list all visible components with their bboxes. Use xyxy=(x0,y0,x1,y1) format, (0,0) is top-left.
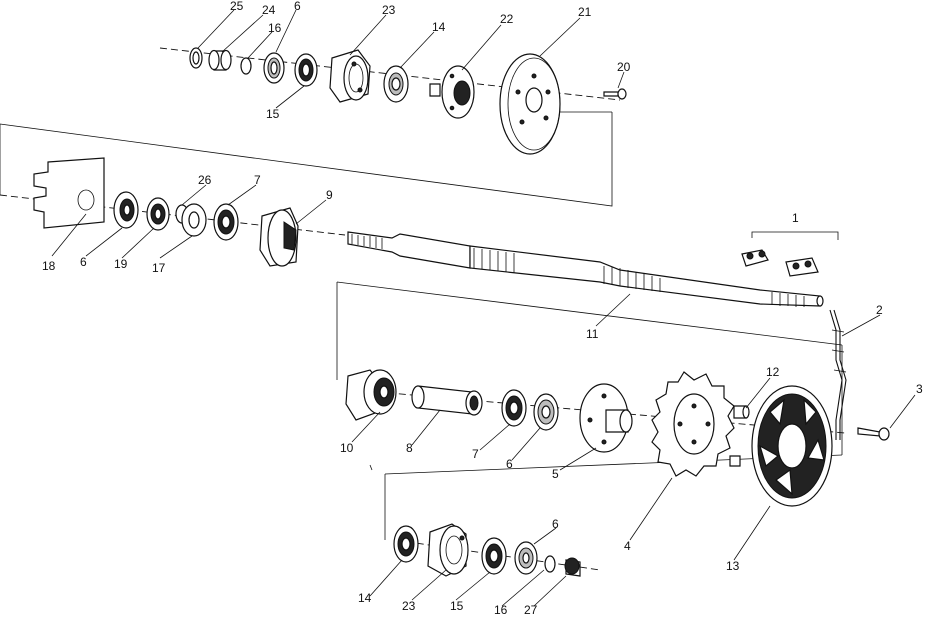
callout-16-upper: 16 xyxy=(268,21,282,35)
callout-6-mid: 6 xyxy=(80,255,87,269)
part-rear-sprocket-13 xyxy=(751,385,833,507)
part-seal-14-lower xyxy=(393,525,419,563)
callout-4: 4 xyxy=(624,539,631,553)
part-bracket-18 xyxy=(33,157,105,229)
callout-14-lower: 14 xyxy=(358,591,372,605)
part-seal-14-upper xyxy=(383,65,409,103)
callout-21: 21 xyxy=(578,5,592,19)
part-seal-7-lower xyxy=(501,389,527,427)
callout-10: 10 xyxy=(340,441,354,455)
part-snap-ring-25 xyxy=(189,47,203,69)
callout-6-upper: 6 xyxy=(294,0,301,13)
callout-9: 9 xyxy=(326,188,333,202)
part-sprocket-hub-5 xyxy=(579,383,633,453)
callout-3: 3 xyxy=(916,382,923,396)
part-bearing-15-upper xyxy=(294,53,318,87)
part-spacer-17 xyxy=(181,203,207,237)
callout-24: 24 xyxy=(262,3,276,17)
callout-20: 20 xyxy=(617,60,631,74)
assembly-guide-lines xyxy=(0,47,846,571)
part-chain-master-link-1 xyxy=(741,231,839,277)
callout-6-lower: 6 xyxy=(506,457,513,471)
part-seal-7-mid xyxy=(213,203,239,241)
callout-leaders xyxy=(51,9,916,607)
part-bearing-6-lower xyxy=(533,393,559,431)
callout-16-lower: 16 xyxy=(494,603,508,617)
callout-11: 11 xyxy=(586,327,599,341)
part-housing-23-lower xyxy=(427,523,469,577)
callout-23-lower: 23 xyxy=(402,599,416,613)
part-bearing-19 xyxy=(146,197,170,231)
part-o-ring-16-upper xyxy=(240,57,252,75)
callout-1: 1 xyxy=(792,211,799,225)
callout-14-upper: 14 xyxy=(432,20,446,34)
callout-25: 25 xyxy=(230,0,244,13)
callout-15-lower: 15 xyxy=(450,599,464,613)
callout-labels: 25 24 16 6 23 14 22 21 20 15 26 7 9 18 6… xyxy=(42,0,923,617)
part-bearing-6-upper xyxy=(263,52,285,84)
callout-17: 17 xyxy=(152,261,166,275)
callout-22: 22 xyxy=(500,12,514,26)
part-axle-shaft-11 xyxy=(347,231,824,307)
callout-7-mid: 7 xyxy=(254,173,261,187)
part-o-ring-16-lower xyxy=(544,555,556,573)
part-nut-27 xyxy=(564,557,581,577)
part-hub-22 xyxy=(429,65,475,119)
part-brake-disc-21 xyxy=(499,53,561,155)
part-bolt-3 xyxy=(857,427,890,441)
part-collar-24 xyxy=(208,49,232,71)
part-bolt-20 xyxy=(603,88,627,100)
part-bearing-15-lower xyxy=(481,537,507,575)
callout-6-bottom: 6 xyxy=(552,517,559,531)
callout-5: 5 xyxy=(552,467,559,481)
callout-15-upper: 15 xyxy=(266,107,280,121)
part-carrier-9 xyxy=(259,207,299,267)
callout-12: 12 xyxy=(766,365,780,379)
part-bearing-6-bottom xyxy=(514,541,538,575)
callout-18: 18 xyxy=(42,259,56,273)
callout-13: 13 xyxy=(726,559,740,573)
callout-8: 8 xyxy=(406,441,413,455)
callout-2: 2 xyxy=(876,303,883,317)
callout-7-lower: 7 xyxy=(472,447,479,461)
part-sleeve-8 xyxy=(411,385,483,416)
part-housing-23-upper xyxy=(329,49,371,103)
callout-27: 27 xyxy=(524,603,538,617)
part-drive-chain-2 xyxy=(829,309,847,440)
part-sprocket-4 xyxy=(651,371,735,477)
part-spacer-12 xyxy=(729,405,750,467)
callout-23-upper: 23 xyxy=(382,3,396,17)
part-housing-10 xyxy=(345,369,397,421)
callout-26: 26 xyxy=(198,173,212,187)
part-bearing-6-mid xyxy=(113,191,139,229)
callout-19: 19 xyxy=(114,257,128,271)
